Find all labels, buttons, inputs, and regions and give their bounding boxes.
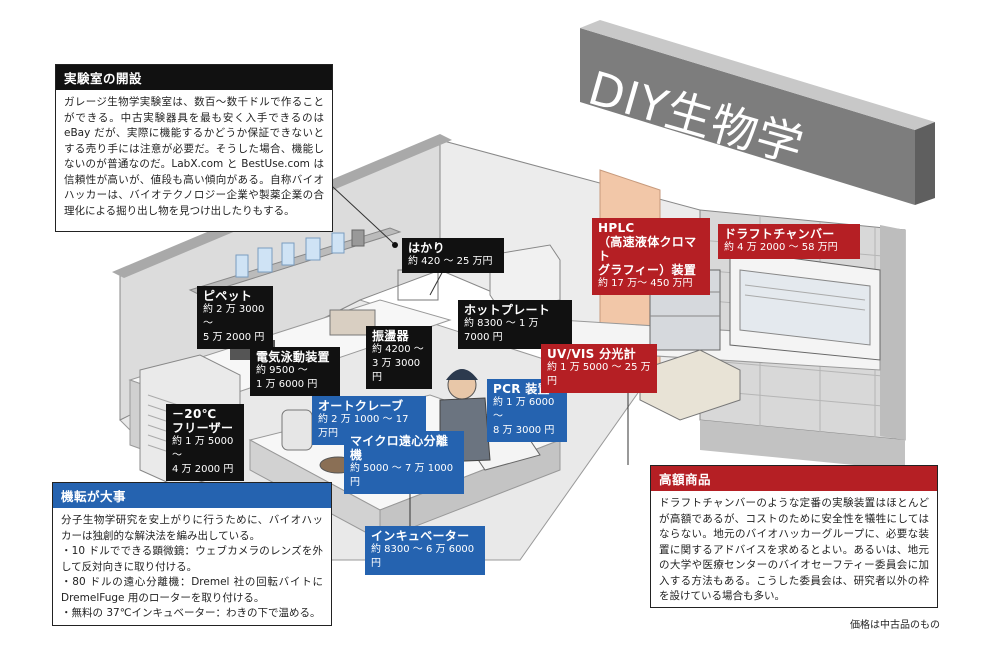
label-shaker-price: 約 4200 ～ — [372, 344, 424, 355]
label-hplc-price: 約 17 万～ 450 万円 — [598, 278, 693, 289]
label-freezer-price-2: 4 万 2000 円 — [172, 464, 234, 475]
shelf-bottles — [235, 229, 365, 278]
ingenuity-body: 分子生物学研究を安上がりに行うために、バイオハッカーは独創的な解決法を編み出して… — [53, 508, 331, 628]
label-autoclave-price: 約 2 万 1000 ～ 17 万円 — [318, 414, 409, 439]
list-item: ・80 ドルの遠心分離機：Dremel 社の回転バイトに DremelFuge … — [61, 576, 323, 604]
label-hplc-name-3: グラフィー）装置 — [598, 263, 697, 277]
list-item: ・無料の 37℃インキュベーター：わきの下で温める。 — [61, 607, 321, 619]
shelf — [188, 227, 402, 296]
brick-wall-base — [700, 420, 905, 470]
label-uvvis-price: 約 1 万 5000 ～ 25 万円 — [547, 362, 651, 387]
label-pcr-price-2: 8 万 3000 円 — [493, 425, 555, 436]
label-scale: はかり 約 420 ～ 25 万円 — [402, 238, 504, 273]
label-centrifuge: マイクロ遠心分離機 約 5000 ～ 7 万 1000 円 — [344, 431, 464, 494]
label-electrophoresis-name: 電気泳動装置 — [256, 350, 330, 364]
label-freezer-price: 約 1 万 5000 ～ — [172, 436, 234, 461]
label-centrifuge-price: 約 5000 ～ 7 万 1000 円 — [350, 463, 454, 488]
lab-setup-heading: 実験室の開設 — [56, 65, 332, 90]
autoclave-unit — [281, 409, 313, 451]
label-incubator-price: 約 8300 ～ 6 万 6000 円 — [371, 544, 475, 569]
label-hotplate-price: 約 8300 ～ 1 万 7000 円 — [464, 318, 539, 343]
label-freezer: －20℃ フリーザー 約 1 万 5000 ～ 4 万 2000 円 — [166, 404, 244, 481]
lab-setup-box: 実験室の開設 ガレージ生物学実験室は、数百～数千ドルで作ることができる。中古実験… — [55, 64, 333, 232]
label-hplc-name: HPLC — [598, 221, 635, 235]
ingenuity-intro: 分子生物学研究を安上がりに行うために、バイオハッカーは独創的な解決法を編み出して… — [61, 514, 323, 542]
person-cap — [446, 369, 478, 380]
label-hotplate-name: ホットプレート — [464, 303, 551, 317]
expensive-box: 高額商品 ドラフトチャンバーのような定番の実験装置はほとんどが高額であるが、コス… — [650, 465, 938, 608]
label-fume-hood-price: 約 4 万 2000 ～ 58 万円 — [724, 242, 838, 253]
label-scale-name: はかり — [408, 241, 445, 255]
label-uvvis: UV/VIS 分光計 約 1 万 5000 ～ 25 万円 — [541, 344, 657, 393]
label-electrophoresis-price-2: 1 万 6000 円 — [256, 379, 318, 390]
label-pipette-name: ピペット — [203, 289, 253, 303]
label-hplc-name-2: （高速液体クロマト — [598, 235, 697, 263]
ingenuity-box: 機転が大事 分子生物学研究を安上がりに行うために、バイオハッカーは独創的な解決法… — [52, 482, 332, 626]
label-shaker: 振盪器 約 4200 ～ 3 万 3000 円 — [366, 326, 432, 389]
expensive-body: ドラフトチャンバーのような定番の実験装置はほとんどが高額であるが、コストのために… — [659, 497, 929, 602]
label-pipette-price: 約 2 万 3000 ～ — [203, 304, 265, 329]
fume-hood-slats — [744, 284, 866, 311]
price-footnote: 価格は中古品のもの — [850, 620, 940, 631]
label-incubator-name: インキュベーター — [371, 529, 470, 543]
label-fume-hood: ドラフトチャンバー 約 4 万 2000 ～ 58 万円 — [718, 224, 860, 259]
brick-edge — [880, 225, 905, 440]
lab-setup-body: ガレージ生物学実験室は、数百～数千ドルで作ることができる。中古実験器具を最も安く… — [64, 96, 324, 217]
label-shaker-price-2: 3 万 3000 円 — [372, 358, 421, 383]
label-shaker-name: 振盪器 — [372, 329, 409, 343]
label-freezer-name: －20℃ — [172, 407, 217, 421]
label-freezer-name-2: フリーザー — [172, 421, 234, 435]
title-wall — [580, 28, 915, 205]
label-hotplate: ホットプレート 約 8300 ～ 1 万 7000 円 — [458, 300, 572, 349]
list-item: ・10 ドルでできる顕微鏡：ウェブカメラのレンズを外して反対向きに取り付ける。 — [61, 545, 323, 573]
label-pipette: ピペット 約 2 万 3000 ～ 5 万 2000 円 — [197, 286, 273, 349]
label-autoclave-name: オートクレーブ — [318, 399, 404, 413]
label-fume-hood-name: ドラフトチャンバー — [724, 227, 835, 241]
label-centrifuge-name: マイクロ遠心分離機 — [350, 434, 449, 462]
uvvis-unit — [639, 349, 741, 421]
label-pcr-name: PCR 装置 — [493, 382, 550, 396]
label-hplc: HPLC （高速液体クロマト グラフィー）装置 約 17 万～ 450 万円 — [592, 218, 710, 295]
title-wall-side — [915, 122, 935, 205]
label-pipette-price-2: 5 万 2000 円 — [203, 332, 265, 343]
ingenuity-heading: 機転が大事 — [53, 483, 331, 508]
label-incubator: インキュベーター 約 8300 ～ 6 万 6000 円 — [365, 526, 485, 575]
ingenuity-list: ・10 ドルでできる顕微鏡：ウェブカメラのレンズを外して反対向きに取り付ける。 … — [61, 544, 323, 622]
expensive-heading: 高額商品 — [651, 466, 937, 491]
label-electrophoresis-price: 約 9500 ～ — [256, 365, 308, 376]
title-wall-top — [580, 20, 935, 130]
label-electrophoresis: 電気泳動装置 約 9500 ～ 1 万 6000 円 — [250, 347, 340, 396]
label-scale-price: 約 420 ～ 25 万円 — [408, 256, 493, 267]
label-uvvis-name: UV/VIS 分光計 — [547, 347, 636, 361]
label-pcr-price: 約 1 万 6000 ～ — [493, 397, 555, 422]
